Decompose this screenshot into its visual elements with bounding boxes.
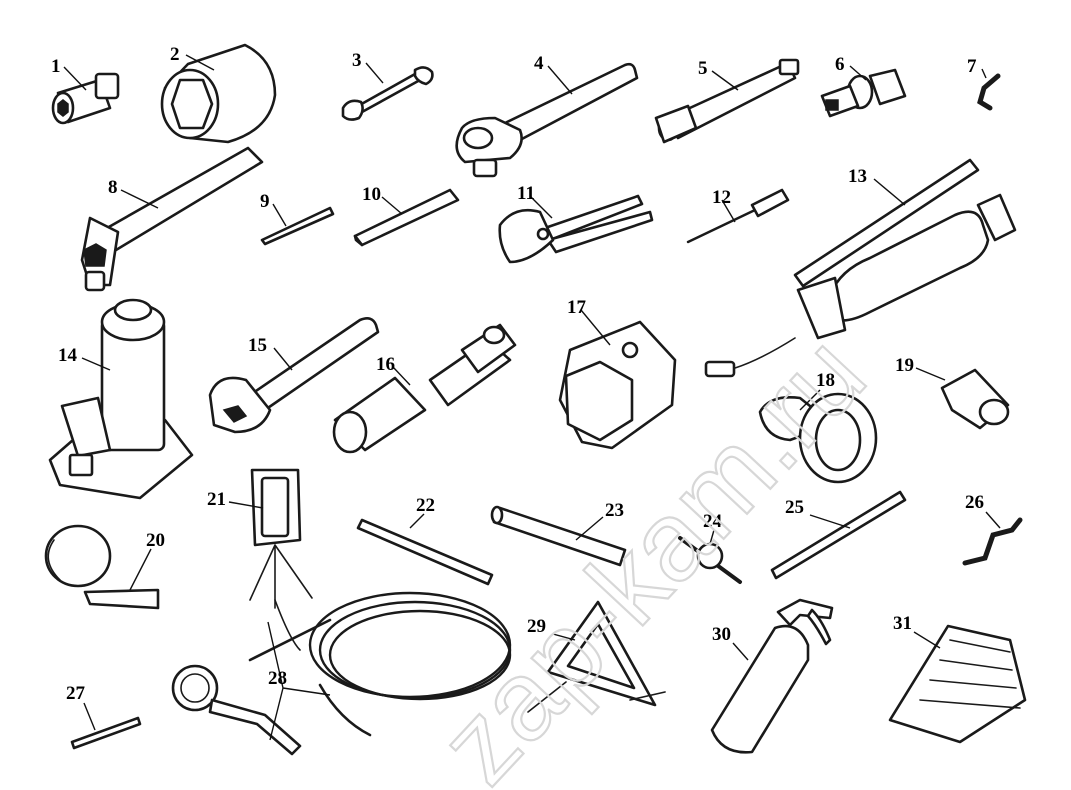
callout-2: 2: [170, 44, 180, 65]
callout-9: 9: [260, 191, 270, 212]
callout-16: 16: [376, 354, 395, 375]
callout-12: 12: [712, 187, 731, 208]
tool-10-chisel: [353, 188, 460, 247]
callout-4: 4: [534, 53, 544, 74]
callout-8: 8: [108, 177, 118, 198]
tool-31-wheel-chock: [888, 624, 1027, 744]
tool-12-screwdriver: [686, 188, 790, 244]
tool-14-bottle-jack: [48, 298, 194, 500]
tool-5-extension-bar: [654, 58, 800, 144]
tool-28-gauge-hose: [171, 591, 512, 756]
callout-30: 30: [712, 624, 731, 645]
callout-20: 20: [146, 530, 165, 551]
tool-9-punch: [260, 206, 335, 246]
tool-27-pin: [70, 716, 142, 750]
callout-leaders: [63, 54, 1001, 741]
tool-7-hex-key: [977, 73, 1001, 111]
callout-7: 7: [967, 56, 977, 77]
tool-11-pliers: [498, 194, 654, 264]
tool-2-large-socket: [160, 43, 277, 144]
callout-26: 26: [965, 492, 984, 513]
callout-21: 21: [207, 489, 226, 510]
callout-17: 17: [567, 297, 587, 318]
tool-29-warning-triangle: [527, 600, 666, 713]
tool-26-crank: [962, 517, 1023, 566]
tool-21-inspection-lamp: [249, 468, 313, 651]
callout-13: 13: [848, 166, 867, 187]
tool-4-ratchet: [455, 62, 639, 178]
tool-25-long-extension: [770, 490, 907, 580]
callout-25: 25: [785, 497, 804, 518]
callout-11: 11: [517, 183, 535, 204]
tool-6-universal-joint: [820, 68, 907, 118]
tool-16-plug-socket: [332, 323, 517, 454]
tool-30-fire-extinguisher: [710, 598, 834, 754]
tool-19-socket: [940, 368, 1010, 430]
callout-27: 27: [66, 683, 86, 704]
callout-1: 1: [51, 56, 61, 77]
callout-10: 10: [362, 184, 381, 205]
tool-24-coupling: [678, 536, 742, 584]
tool-8-hammer: [80, 146, 264, 292]
callout-15: 15: [248, 335, 267, 356]
callout-24: 24: [703, 511, 723, 532]
tool-23-tube: [490, 505, 627, 567]
tool-22-pry-bar: [356, 518, 494, 586]
callout-5: 5: [698, 58, 708, 79]
tool-15-adjustable-wrench: [208, 317, 380, 434]
callout-28: 28: [268, 668, 287, 689]
tool-13-grease-gun: [704, 158, 1017, 378]
callout-23: 23: [605, 500, 624, 521]
callout-22: 22: [416, 495, 435, 516]
callout-numbers: 1 2 3 4 5 6 7 8 9 10 11 12 13 14 15 16 1…: [51, 44, 984, 704]
callout-6: 6: [835, 54, 845, 75]
callout-19: 19: [895, 355, 914, 376]
tool-20-strap-wrench: [44, 524, 160, 610]
tool-3-wrench: [341, 66, 434, 121]
callout-18: 18: [816, 370, 835, 391]
callout-31: 31: [893, 613, 912, 634]
callout-3: 3: [352, 50, 362, 71]
callout-29: 29: [527, 616, 546, 637]
tool-17-filter-socket: [558, 320, 677, 450]
tool-18-nut-wrench: [758, 392, 878, 484]
tool-1-socket-adapter: [51, 72, 120, 125]
callout-14: 14: [58, 345, 78, 366]
